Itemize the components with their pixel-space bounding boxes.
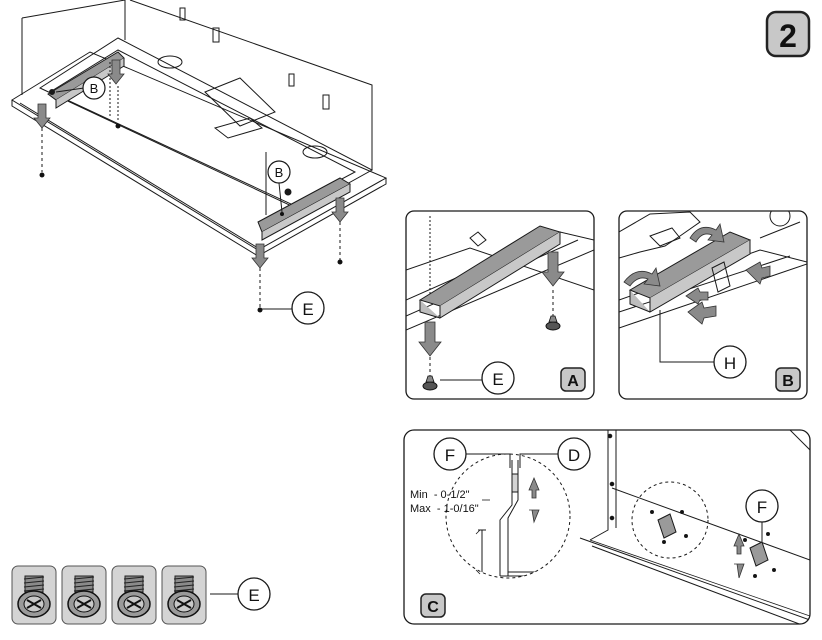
detail-zoom-circle <box>445 453 571 579</box>
callout-e-label: E <box>492 370 503 389</box>
callout-f-label: F <box>445 446 455 465</box>
callout-e-panel-a: E <box>440 361 515 395</box>
callout-f-left: F <box>433 437 511 471</box>
down-arrow-icon <box>529 509 540 524</box>
right-arrow-icon <box>685 287 709 305</box>
callout-e-label: E <box>302 300 313 319</box>
screw-icon <box>422 375 438 391</box>
callout-f-label: F <box>757 498 767 517</box>
panel-a-badge: A <box>560 367 586 392</box>
down-arrow-icon <box>734 563 745 579</box>
panel-b-badge: B <box>775 367 801 392</box>
screw-tile <box>11 565 57 625</box>
screw-tile <box>61 565 107 625</box>
callout-b-right: B <box>267 160 291 216</box>
max-dimension-label: Max - 1-0/16" <box>410 503 479 515</box>
callout-e-screws: E <box>210 577 271 611</box>
down-arrow-icon <box>107 59 125 85</box>
screw-icon <box>545 315 561 331</box>
down-arrow-icon <box>331 197 349 223</box>
callout-b-label: B <box>275 165 284 180</box>
main-screw-dots <box>39 123 343 313</box>
panel-b-badge-label: B <box>782 373 794 390</box>
screw-tile <box>111 565 157 625</box>
down-arrow-icon <box>251 243 269 269</box>
rotate-arrow-icon <box>689 222 725 243</box>
panel-c-badge: C <box>420 593 446 618</box>
down-arrow-icon <box>541 251 565 287</box>
panel-b: H B <box>618 210 808 400</box>
main-down-arrows <box>33 59 349 269</box>
callout-d-label: D <box>568 446 580 465</box>
callout-d: D <box>519 437 591 471</box>
screw-row <box>11 565 207 625</box>
down-arrow-icon <box>418 321 442 357</box>
rotate-arrow-icon <box>623 266 661 287</box>
hood-main-view <box>11 0 388 308</box>
screw-tile <box>161 565 207 625</box>
step-badge: 2 <box>765 10 811 58</box>
panel-a: E A <box>405 210 595 400</box>
callout-h-panel-b: H <box>659 310 747 379</box>
down-arrow-icon <box>33 103 51 129</box>
panel-c-badge-label: C <box>427 599 439 616</box>
callout-b-left: B <box>55 76 106 100</box>
callout-e-label: E <box>248 586 259 605</box>
step-number: 2 <box>779 18 797 54</box>
right-arrow-icon <box>687 301 717 325</box>
panel-a-badge-label: A <box>567 373 579 390</box>
min-dimension-label: Min - 0-1/2" <box>410 489 470 501</box>
up-arrow-icon <box>528 476 540 499</box>
up-arrow-icon <box>733 532 745 555</box>
right-arrow-icon <box>745 261 771 285</box>
callout-f-right: F <box>745 489 779 542</box>
callout-h-label: H <box>724 354 736 373</box>
callout-e-main: E <box>262 291 325 325</box>
panel-c: F D F Min - 0-1/2" Max - 1-0/16" C <box>403 429 811 625</box>
callout-b-label: B <box>90 81 99 96</box>
